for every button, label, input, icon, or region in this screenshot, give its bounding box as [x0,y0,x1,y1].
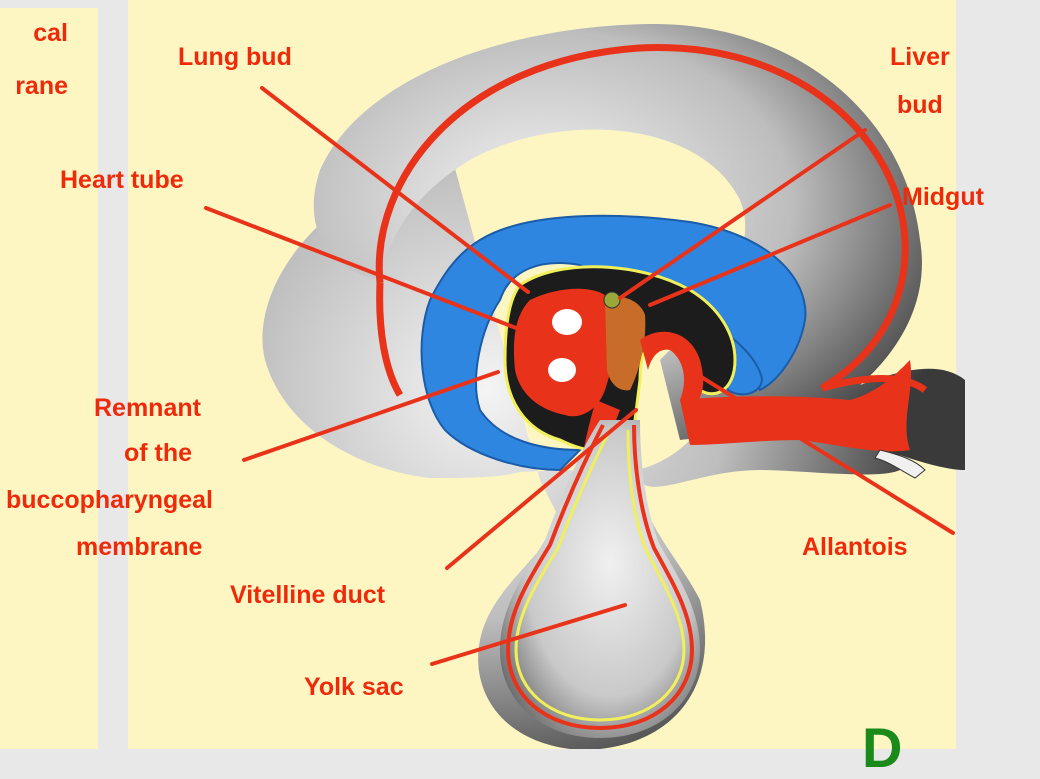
embryo-diagram [0,0,1040,749]
label-lung-bud: Lung bud [178,42,292,73]
label-liver-bud-line2: bud [897,90,943,121]
label-heart-tube: Heart tube [60,165,184,196]
heart-lumen-2 [548,358,576,382]
label-remnant-line4: membrane [76,532,202,563]
label-vitelline-duct: Vitelline duct [230,580,385,611]
label-midgut: Midgut [902,182,984,213]
liver-bud-tissue [604,292,620,308]
label-remnant-line1: Remnant [94,393,201,424]
label-remnant-line3: buccopharyngeal [6,485,213,516]
label-liver-bud-line1: Liver [890,42,950,73]
panel-letter: D [862,720,902,776]
label-remnant-line2: of the [124,438,192,469]
heart-lumen-1 [552,309,582,335]
label-yolk-sac: Yolk sac [304,672,404,703]
label-allantois: Allantois [802,532,908,563]
